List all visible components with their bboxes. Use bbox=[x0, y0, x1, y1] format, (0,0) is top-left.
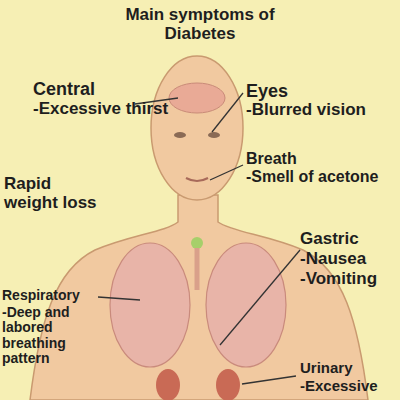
symptom-label: Gastric bbox=[300, 230, 359, 249]
symptom-label: Eyes bbox=[246, 82, 288, 102]
symptom-label: -Excessive bbox=[300, 378, 378, 395]
symptom-label: Breath bbox=[246, 150, 297, 168]
thyroid bbox=[191, 237, 203, 249]
kidney bbox=[156, 369, 180, 400]
lung bbox=[206, 243, 286, 367]
head bbox=[151, 56, 243, 200]
symptom-label: -Vomiting bbox=[300, 270, 377, 289]
eye bbox=[208, 132, 220, 138]
leader-line bbox=[242, 376, 296, 384]
torso bbox=[30, 195, 368, 400]
leader-line bbox=[210, 165, 243, 180]
kidney bbox=[216, 369, 240, 400]
symptom-label: Central bbox=[33, 80, 95, 100]
symptom-label: Rapid weight loss bbox=[4, 175, 104, 212]
symptom-label: -Excessive thirst bbox=[33, 100, 168, 119]
title: Main symptoms of Diabetes bbox=[120, 6, 280, 43]
symptom-label: Urinary bbox=[300, 360, 353, 377]
mouth bbox=[186, 178, 208, 181]
lung bbox=[110, 243, 190, 367]
symptom-label: -Deep and labored breathing pattern bbox=[2, 305, 102, 367]
symptom-label: -Nausea bbox=[300, 250, 366, 269]
leader-line bbox=[212, 93, 243, 132]
eye bbox=[174, 132, 186, 138]
symptom-label: Respiratory bbox=[2, 288, 80, 303]
symptom-label: -Blurred vision bbox=[246, 101, 366, 120]
trachea bbox=[195, 248, 200, 290]
leader-line bbox=[98, 297, 140, 300]
leader-line bbox=[220, 250, 300, 345]
symptom-label: -Smell of acetone bbox=[246, 168, 378, 186]
